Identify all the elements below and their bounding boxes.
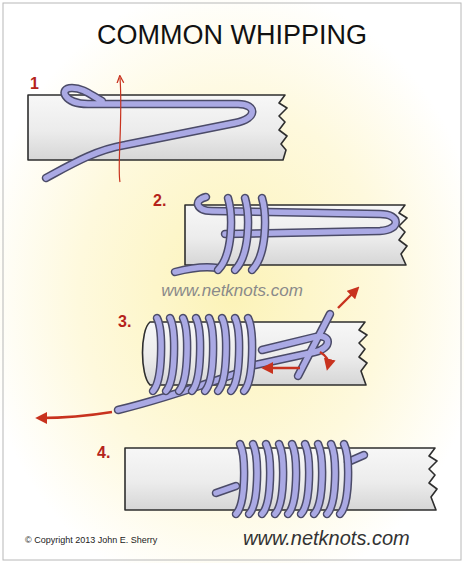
step-number: 1	[30, 76, 39, 92]
cord-ends	[216, 455, 364, 493]
wrap-outline	[236, 444, 348, 514]
step-three-figure	[40, 290, 367, 418]
step-number: 4.	[97, 445, 110, 461]
wrap-outline	[218, 198, 265, 270]
cord	[175, 197, 396, 272]
cord	[46, 88, 252, 178]
copyright: © Copyright 2013 John E. Sherry	[25, 536, 157, 545]
cord-outline	[118, 314, 330, 410]
step-number: 3.	[118, 314, 131, 330]
cord	[118, 314, 330, 410]
wrap-outline	[153, 318, 252, 391]
cord-outline	[46, 88, 252, 178]
cord-outline	[175, 197, 396, 272]
cord-end-outline	[216, 455, 364, 493]
wraps	[236, 444, 348, 514]
tuck-arrow	[320, 352, 328, 366]
step-one-figure	[28, 78, 287, 182]
watermark: www.netknots.com	[161, 282, 303, 299]
step-number: 2.	[153, 193, 166, 209]
direction-arrow	[119, 78, 121, 182]
website: www.netknots.com	[243, 528, 410, 548]
step-two-figure	[175, 197, 407, 272]
tuck-arrow	[266, 367, 300, 369]
step-four-figure	[125, 444, 437, 514]
pull-arrow	[338, 290, 356, 308]
wraps	[218, 198, 265, 270]
title: COMMON WHIPPING	[97, 22, 367, 49]
wraps	[153, 318, 252, 391]
pull-arrow	[40, 412, 112, 418]
frame	[3, 3, 461, 560]
